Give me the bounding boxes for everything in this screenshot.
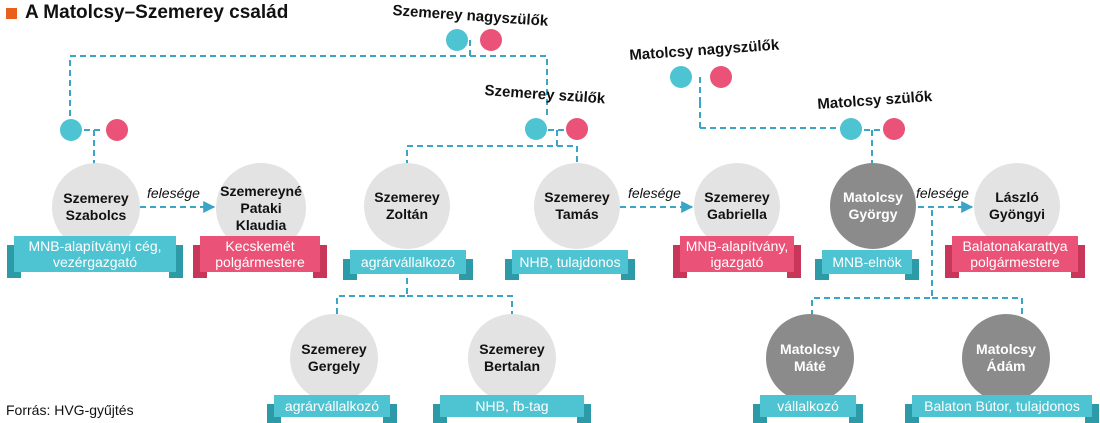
role-banner-adam: Balaton Bútor, tulajdonos xyxy=(905,395,1099,423)
szemerey-grandmother-dot xyxy=(480,29,502,51)
matolcsy-mother-dot xyxy=(883,118,905,140)
name-szemerey-gergely: Szemerey Gergely xyxy=(301,341,367,374)
role-banner-gabriella: MNB-alapítvány, igazgató xyxy=(673,236,801,278)
name-matolcsy-mate: Matolcsy Máté xyxy=(780,341,840,374)
role-banner-zoltan: agrárvállalkozó xyxy=(343,250,473,280)
szemerey-grandfather-dot xyxy=(446,29,468,51)
szabolcs-father-dot xyxy=(60,119,82,141)
role-banner-gyongyi: Balatonakarattya polgármestere xyxy=(945,236,1085,278)
spouse-label-szabolcs: felesége xyxy=(147,185,200,201)
person-szemerey-tamas: Szemerey Tamás xyxy=(534,163,620,249)
role-banner-gyorgy: MNB-elnök xyxy=(815,250,919,280)
role-banner-tamas: NHB, tulajdonos xyxy=(505,250,635,280)
szemerey-mother-dot xyxy=(566,118,588,140)
spouse-label-tamas: felesége xyxy=(628,185,681,201)
source-note: Forrás: HVG-gyűjtés xyxy=(6,402,134,418)
role-bertalan: NHB, fb-tag xyxy=(440,395,584,417)
name-szemerey-gabriella: Szemerey Gabriella xyxy=(704,189,770,222)
spouse-label-gyorgy: felesége xyxy=(916,185,969,201)
role-klaudia: Kecskemét polgármestere xyxy=(200,236,320,272)
person-szemerey-bertalan: Szemerey Bertalan xyxy=(468,314,556,402)
name-matolcsy-gyorgy: Matolcsy György xyxy=(843,189,903,222)
szemerey-father-dot xyxy=(525,118,547,140)
line-matolcsy-grandparents xyxy=(699,77,860,129)
role-adam: Balaton Bútor, tulajdonos xyxy=(912,395,1092,417)
name-szemereyne-pataki-klaudia: Szemereyné Pataki Klaudia xyxy=(220,182,302,233)
name-szemerey-zoltan: Szemerey Zoltán xyxy=(374,189,440,222)
matolcsy-grandmother-dot xyxy=(710,66,732,88)
role-szabolcs: MNB-alapítványi cég, vezérgazgató xyxy=(14,236,176,272)
line-szemerey-grandparents xyxy=(69,40,548,117)
chart-title: A Matolcsy–Szemerey család xyxy=(6,2,288,24)
role-banner-klaudia: Kecskemét polgármestere xyxy=(193,236,327,278)
role-tamas: NHB, tulajdonos xyxy=(512,250,628,274)
name-laszlo-gyongyi: László Gyöngyi xyxy=(988,189,1045,222)
role-banner-szabolcs: MNB-alapítványi cég, vezérgazgató xyxy=(7,236,183,278)
role-gabriella: MNB-alapítvány, igazgató xyxy=(680,236,794,272)
title-bullet-icon xyxy=(6,7,17,19)
person-laszlo-gyongyi: László Gyöngyi xyxy=(974,163,1060,249)
role-banner-gergely: agrárvállalkozó xyxy=(267,395,397,423)
matolcsy-father-dot xyxy=(840,118,862,140)
role-banner-bertalan: NHB, fb-tag xyxy=(433,395,591,423)
person-matolcsy-adam: Matolcsy Ádám xyxy=(962,314,1050,402)
line-gyorgy-sons xyxy=(811,210,1023,318)
person-szemerey-gabriella: Szemerey Gabriella xyxy=(694,163,780,249)
szabolcs-mother-dot xyxy=(106,119,128,141)
role-gyorgy: MNB-elnök xyxy=(822,250,912,274)
person-matolcsy-gyorgy: Matolcsy György xyxy=(830,163,916,249)
role-mate: vállalkozó xyxy=(760,395,856,417)
line-to-szemerey-children xyxy=(406,130,578,165)
role-banner-mate: vállalkozó xyxy=(753,395,863,423)
person-szemerey-gergely: Szemerey Gergely xyxy=(290,314,378,402)
line-zoltan-sons xyxy=(336,278,513,318)
name-matolcsy-adam: Matolcsy Ádám xyxy=(976,341,1036,374)
name-szemerey-bertalan: Szemerey Bertalan xyxy=(479,341,545,374)
name-szemerey-szabolcs: Szemerey Szabolcs xyxy=(63,190,129,223)
role-gyongyi: Balatonakarattya polgármestere xyxy=(952,236,1078,272)
role-gergely: agrárvállalkozó xyxy=(274,395,390,417)
name-szemerey-tamas: Szemerey Tamás xyxy=(544,189,610,222)
matolcsy-grandfather-dot xyxy=(670,66,692,88)
person-szemerey-zoltan: Szemerey Zoltán xyxy=(364,163,450,249)
role-zoltan: agrárvállalkozó xyxy=(350,250,466,274)
person-matolcsy-mate: Matolcsy Máté xyxy=(766,314,854,402)
